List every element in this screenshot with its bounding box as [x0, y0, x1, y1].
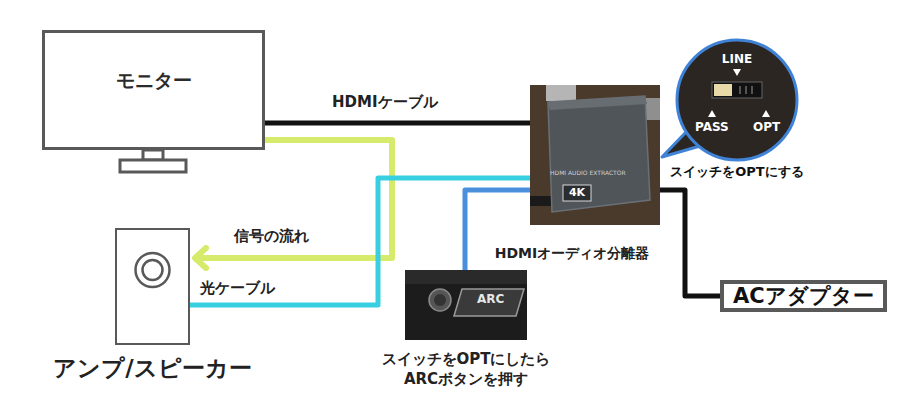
monitor-stand-base [120, 160, 186, 172]
cable-label: HDMIケーブル [330, 94, 440, 111]
device-print: HDMI AUDIO EXTRACTOR [550, 169, 626, 177]
cable-label: 光ケーブル [198, 280, 277, 297]
switch-rib [745, 86, 747, 94]
cable-line [195, 140, 392, 258]
slide-switch [712, 82, 762, 98]
photo-background [530, 85, 660, 225]
cable-line [190, 178, 530, 305]
cable-line [660, 190, 720, 296]
switch-position-label: OPT [753, 120, 780, 134]
photo-shade [405, 270, 527, 284]
callout-circle [677, 40, 797, 160]
monitor-box: モニター [42, 30, 265, 150]
photo-background [405, 270, 527, 340]
up-triangle [708, 110, 716, 117]
switch-position-label: LINE [677, 52, 797, 66]
up-triangle [762, 110, 770, 117]
arc-knob [429, 289, 451, 311]
monitor-label: モニター [116, 69, 192, 92]
extractor-body [548, 96, 650, 212]
device-badge: 4K [563, 185, 591, 201]
device-caption: アンプ/スピーカー [53, 355, 251, 383]
switch-rib [739, 86, 741, 94]
extractor-edge [548, 96, 647, 110]
badge-frame [563, 185, 591, 201]
slide-switch-knob [714, 84, 732, 96]
arc-button-photo: ARCスイッチをOPTにしたら ARCボタンを押す [405, 270, 527, 340]
hdmi-plug [546, 85, 576, 101]
arc-knob-center [434, 294, 446, 306]
speaker-box: アンプ/スピーカー [115, 228, 190, 345]
speaker-cone-inner [143, 260, 163, 280]
extractor-photo: HDMI AUDIO EXTRACTOR4KHDMIオーディオ分離器 [530, 85, 660, 225]
arc-label-band [454, 289, 524, 316]
speaker-cone [136, 253, 170, 287]
device-caption: HDMIオーディオ分離器 [495, 245, 649, 262]
instruction-caption: スイッチをOPTにしたら ARCボタンを押す [382, 350, 551, 389]
button-label: ARC [477, 291, 504, 307]
adapter-label: ACアダプター [733, 284, 874, 308]
adapter-box: ACアダプター [720, 280, 887, 312]
cable-end [530, 196, 552, 206]
down-triangle [733, 69, 741, 76]
switch-rib [751, 86, 753, 94]
switch-callout: LINEPASSOPTスイッチをOPTにする [677, 40, 797, 160]
switch-position-label: PASS [695, 120, 729, 134]
callout-caption: スイッチをOPTにする [670, 164, 803, 180]
cable-label: 信号の流れ [232, 228, 311, 245]
cable-line [265, 121, 530, 126]
